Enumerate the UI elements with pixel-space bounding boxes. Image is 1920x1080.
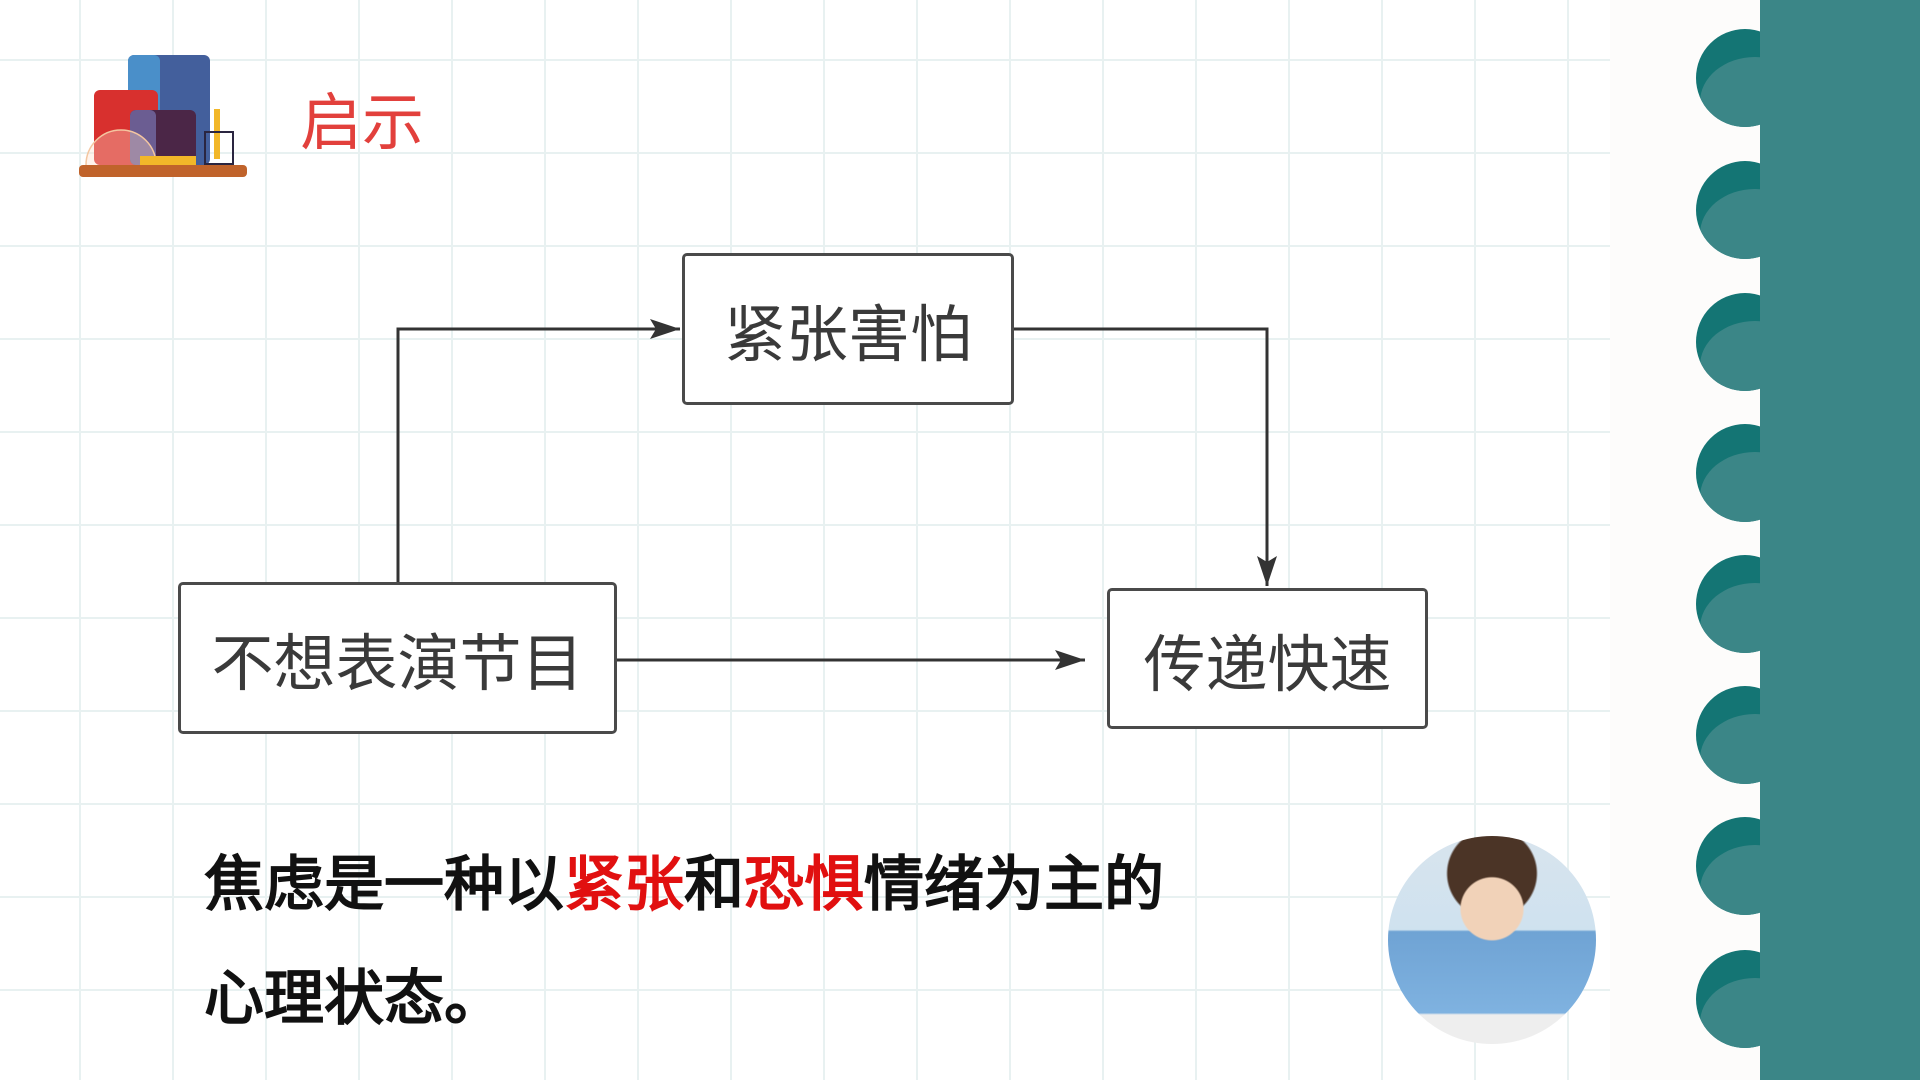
ring-cover bbox=[1760, 817, 1800, 915]
grid-background bbox=[0, 0, 1610, 1080]
statement-line-1: 焦虑是一种以紧张和恐惧情绪为主的 bbox=[204, 836, 1164, 923]
highlight-nervous: 紧张 bbox=[564, 850, 684, 920]
page-title: 启示 bbox=[300, 86, 425, 159]
ring-cover bbox=[1760, 555, 1800, 653]
ring-cover bbox=[1760, 950, 1800, 1048]
highlight-fear: 恐惧 bbox=[744, 850, 864, 920]
ring-cover bbox=[1760, 161, 1800, 259]
books-shelf-icon bbox=[79, 55, 247, 177]
ring-cover bbox=[1760, 424, 1800, 522]
ring-cover bbox=[1760, 293, 1800, 391]
statement-line-2: 心理状态。 bbox=[204, 964, 504, 1034]
flowchart-connectors bbox=[396, 319, 1277, 670]
node-pass-fast: 传递快速 bbox=[1107, 588, 1428, 729]
statement-text: 和 bbox=[684, 850, 744, 920]
arrow-top-to-right bbox=[1014, 327, 1277, 586]
statement-text: 焦虑是一种以 bbox=[204, 850, 564, 920]
ring-cover bbox=[1760, 686, 1800, 784]
node-nervous-fear: 紧张害怕 bbox=[682, 253, 1014, 405]
student-writing-photo bbox=[1388, 836, 1596, 1044]
node-not-want-perform: 不想表演节目 bbox=[178, 582, 617, 734]
statement-text: 情绪为主的 bbox=[864, 850, 1164, 920]
ring-cover bbox=[1760, 29, 1800, 127]
arrow-left-to-top bbox=[396, 319, 680, 582]
